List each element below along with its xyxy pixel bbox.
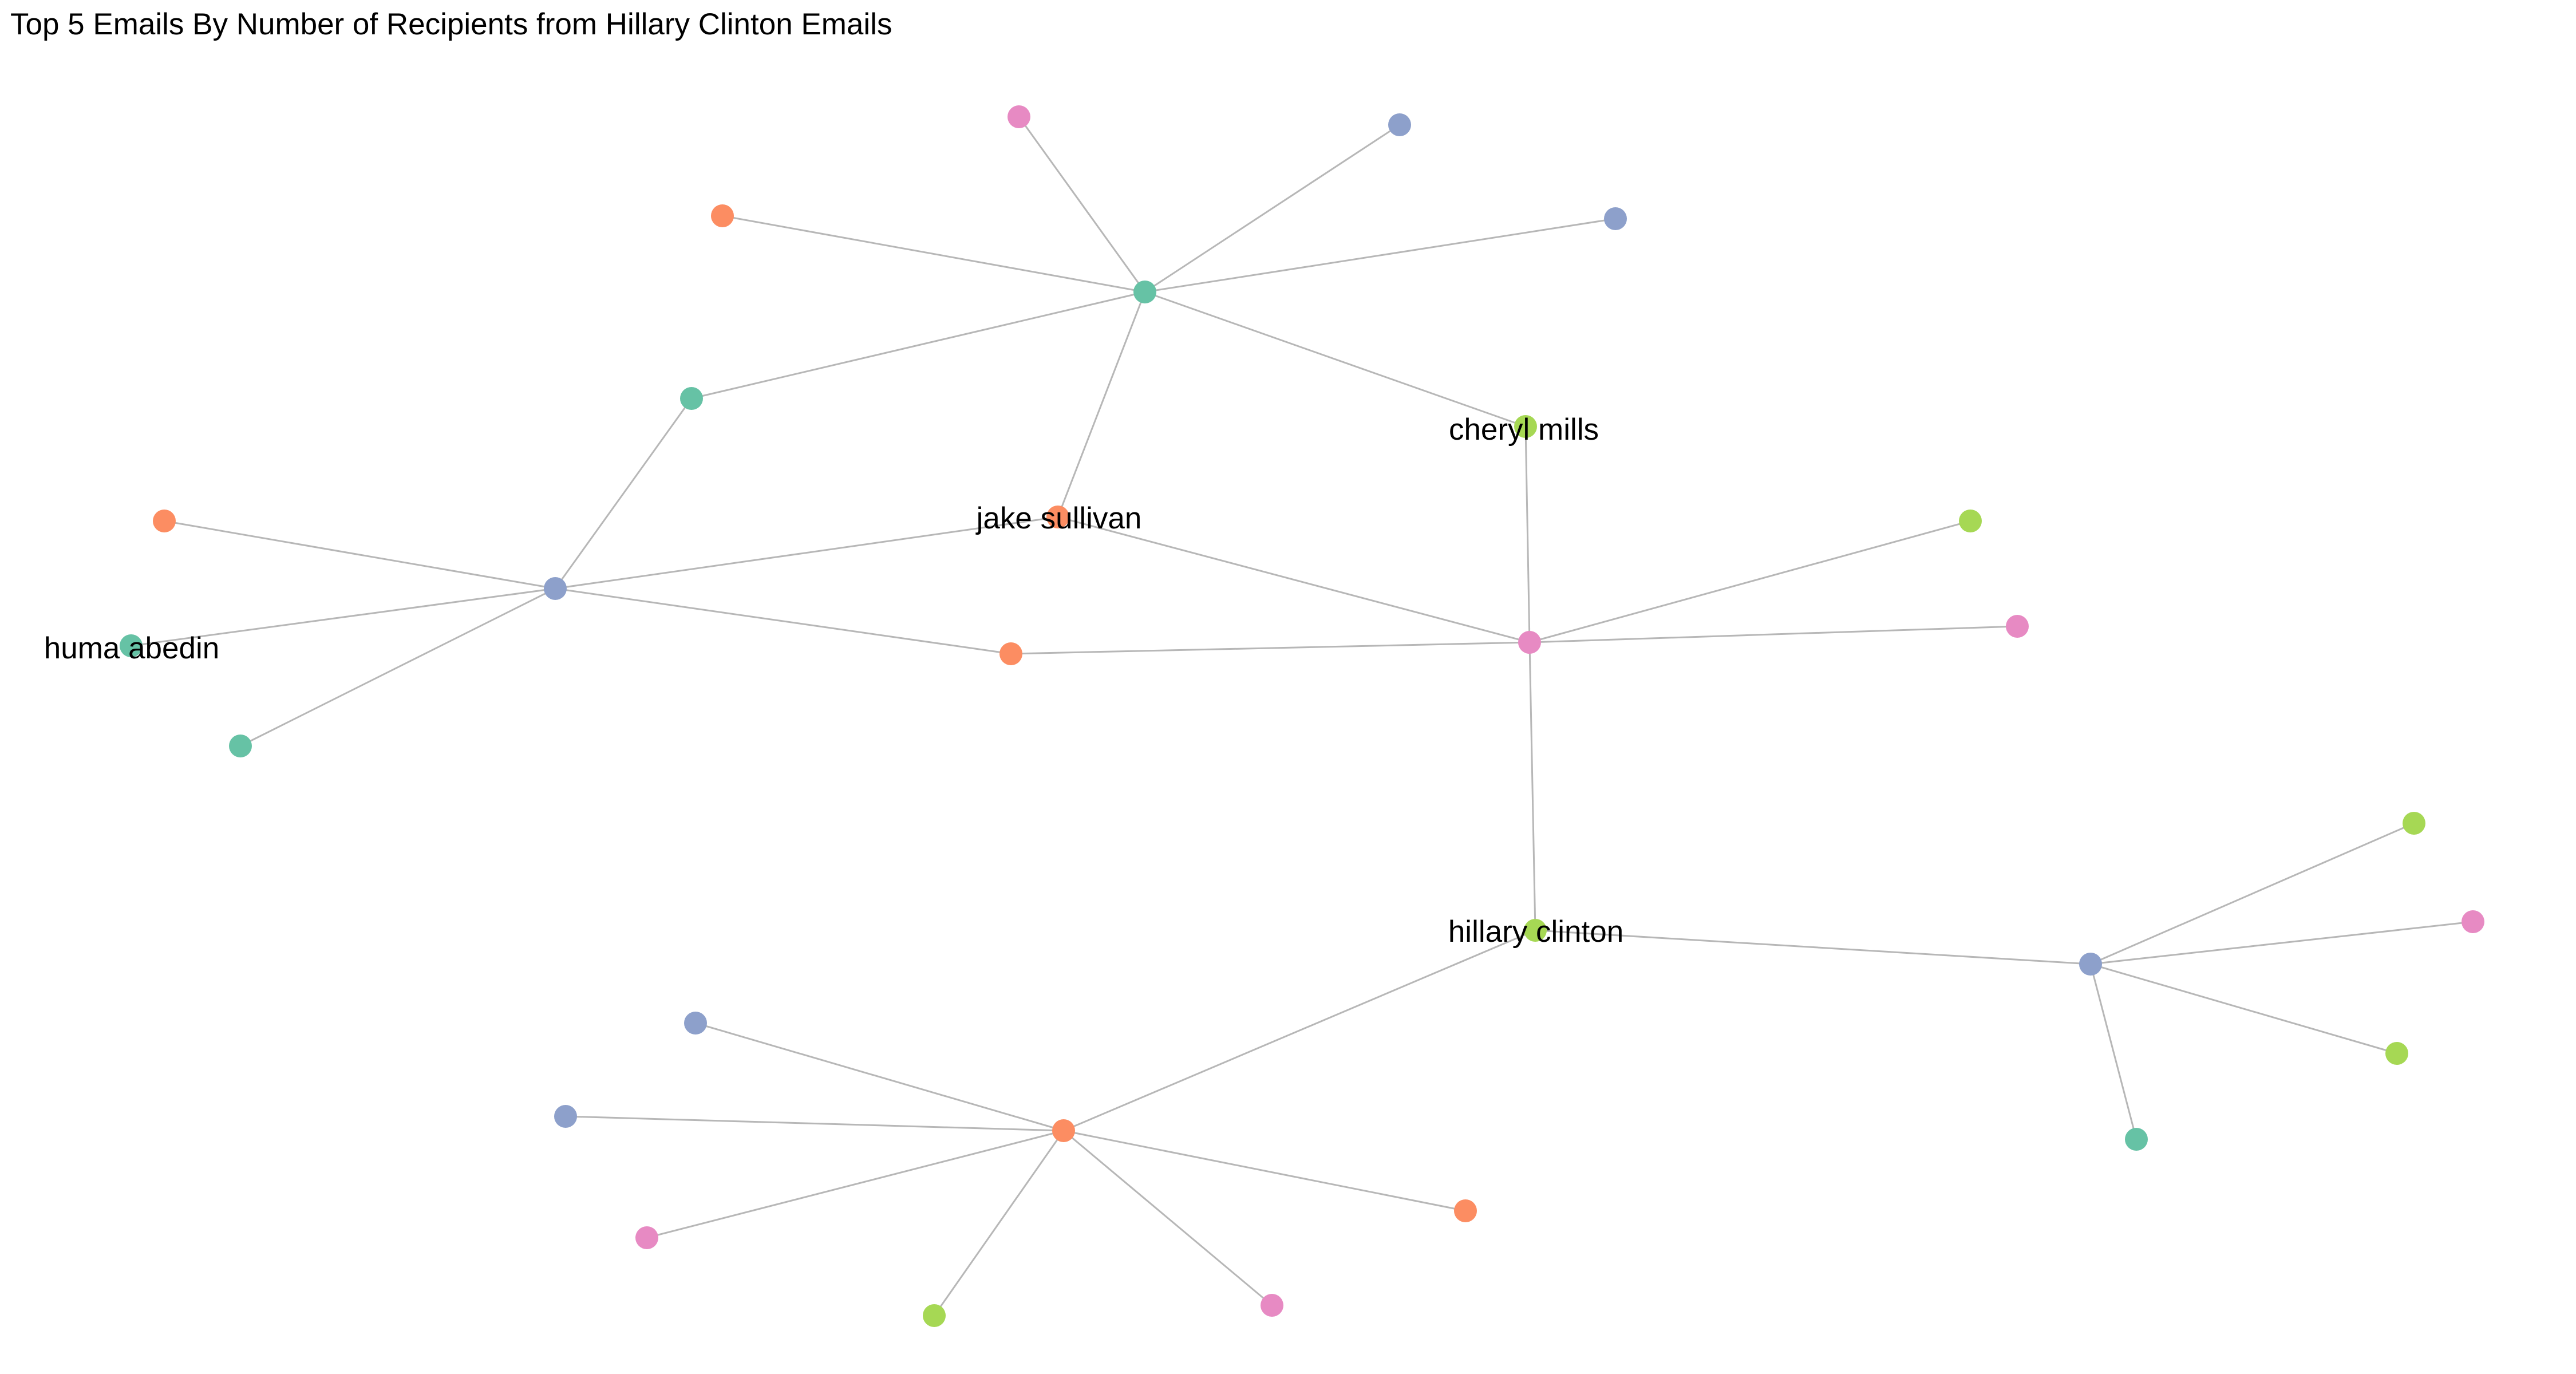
node-n-c2[interactable] xyxy=(2006,615,2029,638)
edge-hub-bottom-n-d6 xyxy=(1063,1130,1466,1212)
node-n-b2[interactable] xyxy=(229,735,252,757)
edge-hillary-clinton-hub-bottom xyxy=(1063,929,1536,1132)
edge-cheryl-mills-hub-hillary-clinton xyxy=(1528,642,1536,931)
node-n-e2[interactable] xyxy=(2462,910,2484,933)
edge-cheryl-mills-hub-n-c2 xyxy=(1529,625,2018,643)
node-hub-top[interactable] xyxy=(1133,281,1156,303)
edge-hub-top-n-a1 xyxy=(1018,116,1146,293)
node-huma-abedin[interactable] xyxy=(120,634,143,657)
node-n-e1[interactable] xyxy=(2403,812,2425,835)
node-n-b3[interactable] xyxy=(999,642,1022,665)
edge-cheryl-mills-hub-cheryl-mills xyxy=(1524,426,1531,643)
node-huma-abedin-hub[interactable] xyxy=(544,577,567,600)
node-label-hillary-clinton: hillary clinton xyxy=(1448,915,1623,949)
edge-huma-abedin-hub-n-a5 xyxy=(554,398,693,589)
edge-hub-top-n-a4 xyxy=(1144,218,1616,293)
node-n-d5[interactable] xyxy=(1261,1294,1283,1317)
edge-hub-right-n-e4 xyxy=(2089,964,2138,1140)
edge-hub-right-n-e1 xyxy=(2090,822,2415,965)
node-layer xyxy=(120,105,2484,1327)
edge-cheryl-mills-hub-n-b3 xyxy=(1010,641,1530,655)
edge-hub-top-cheryl-mills xyxy=(1144,291,1526,428)
edge-huma-abedin-hub-n-b2 xyxy=(240,587,556,747)
chart-title: Top 5 Emails By Number of Recipients fro… xyxy=(10,7,892,41)
label-layer: hillary clinton cheryl mills jake sullivan… xyxy=(44,413,1623,949)
edge-huma-abedin-hub-jake-sullivan xyxy=(555,516,1058,590)
node-cheryl-mills[interactable] xyxy=(1514,415,1537,438)
edge-huma-abedin-hub-huma-abedin xyxy=(131,587,556,647)
node-n-e4[interactable] xyxy=(2125,1128,2148,1151)
edge-hub-right-n-e3 xyxy=(2090,963,2397,1055)
node-hub-bottom[interactable] xyxy=(1052,1119,1075,1142)
node-jake-sullivan[interactable] xyxy=(1046,506,1069,528)
edge-hub-bottom-n-d2 xyxy=(565,1115,1064,1132)
node-n-a1[interactable] xyxy=(1008,105,1030,128)
edge-hillary-clinton-hub-right xyxy=(1535,929,2091,965)
node-n-e3[interactable] xyxy=(2385,1042,2408,1065)
node-n-a2[interactable] xyxy=(1388,113,1411,136)
edge-hub-top-n-a5 xyxy=(691,291,1145,400)
node-label-cheryl-mills: cheryl mills xyxy=(1449,413,1599,447)
edge-hub-top-n-a2 xyxy=(1144,124,1400,293)
node-n-d6[interactable] xyxy=(1454,1199,1477,1222)
node-hillary-clinton[interactable] xyxy=(1524,919,1547,942)
node-hub-right[interactable] xyxy=(2079,953,2102,976)
edge-layer xyxy=(131,116,2474,1316)
edge-hub-bottom-n-d3 xyxy=(646,1130,1064,1239)
node-n-d4[interactable] xyxy=(923,1304,946,1327)
edge-cheryl-mills-hub-n-c1 xyxy=(1529,520,1971,643)
node-n-d1[interactable] xyxy=(684,1012,707,1035)
edge-hub-top-n-a3 xyxy=(722,215,1145,293)
node-n-d3[interactable] xyxy=(635,1226,658,1249)
node-n-c1[interactable] xyxy=(1959,510,1982,532)
node-n-d2[interactable] xyxy=(554,1105,577,1128)
edge-huma-abedin-hub-n-b1 xyxy=(164,520,556,590)
node-n-b1[interactable] xyxy=(153,510,176,532)
edge-hub-bottom-n-d1 xyxy=(695,1022,1064,1132)
node-n-a5[interactable] xyxy=(680,387,703,410)
edge-hub-right-n-e2 xyxy=(2090,921,2474,965)
edge-hub-top-jake-sullivan xyxy=(1057,291,1146,518)
node-label-huma-abedin: huma abedin xyxy=(44,631,219,665)
node-n-a4[interactable] xyxy=(1604,207,1627,230)
node-n-a3[interactable] xyxy=(711,204,734,227)
node-label-jake-sullivan: jake sullivan xyxy=(975,502,1142,535)
edge-hub-bottom-n-d4 xyxy=(933,1130,1065,1316)
node-cheryl-mills-hub[interactable] xyxy=(1518,631,1541,654)
edge-hub-bottom-n-d5 xyxy=(1063,1130,1273,1306)
edge-cheryl-mills-hub-jake-sullivan xyxy=(1057,516,1530,643)
edge-huma-abedin-hub-n-b3 xyxy=(555,587,1012,655)
